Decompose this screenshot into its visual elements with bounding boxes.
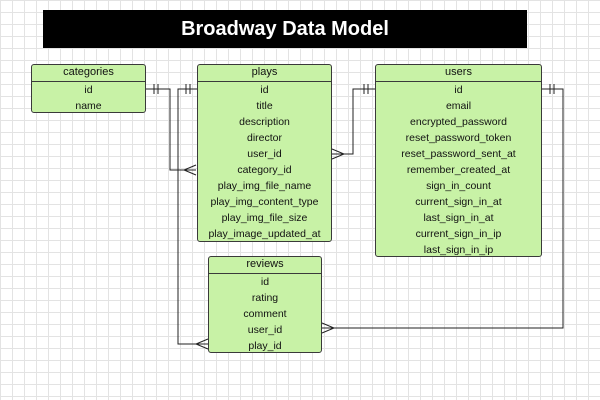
field-last-sign-in-at: last_sign_in_at — [423, 212, 494, 224]
field-title: title — [256, 100, 273, 112]
entity-header: users — [376, 65, 541, 82]
connector-categories-plays — [146, 88, 196, 171]
field-play-image-updated-at: play_image_updated_at — [208, 228, 321, 240]
crow-foot-marker — [331, 148, 346, 160]
entity-plays[interactable]: plays id title description director user… — [197, 64, 332, 242]
field-play-img-file-name: play_img_file_name — [217, 180, 312, 192]
field-id: id — [260, 84, 269, 96]
connector-plays-reviews — [177, 88, 208, 345]
field-description: description — [239, 116, 290, 128]
field-category-id: category_id — [237, 164, 292, 176]
field-remember-created-at: remember_created_at — [406, 164, 511, 176]
field-email: email — [445, 100, 472, 112]
connector-users-plays — [332, 88, 376, 155]
field-play-img-content-type: play_img_content_type — [210, 196, 319, 208]
diagram-title: Broadway Data Model — [43, 10, 527, 48]
crow-foot-marker — [321, 322, 336, 334]
field-director: director — [246, 132, 282, 144]
field-reset-password-token: reset_password_token — [405, 132, 512, 144]
field-current-sign-in-ip: current_sign_in_ip — [415, 228, 502, 240]
field-user-id: user_id — [247, 148, 282, 160]
field-play-img-file-size: play_img_file_size — [221, 212, 308, 224]
field-id: id — [260, 276, 270, 288]
entity-categories[interactable]: categories id name — [31, 64, 146, 113]
entity-users[interactable]: users id email encrypted_password reset_… — [375, 64, 542, 257]
crow-foot-marker — [182, 164, 197, 176]
entity-reviews[interactable]: reviews id rating comment user_id play_i… — [208, 256, 322, 353]
field-encrypted-password: encrypted_password — [410, 116, 507, 128]
field-last-sign-in-ip: last_sign_in_ip — [423, 244, 494, 256]
field-id: id — [454, 84, 463, 96]
entity-header: reviews — [209, 257, 321, 274]
field-user-id: user_id — [247, 324, 283, 336]
connector-users-reviews — [322, 88, 564, 329]
field-rating: rating — [251, 292, 279, 304]
field-sign-in-count: sign_in_count — [426, 180, 491, 192]
crow-foot-marker — [194, 338, 209, 350]
field-name: name — [75, 100, 102, 112]
field-comment: comment — [243, 308, 287, 320]
field-play-id: play_id — [248, 340, 282, 352]
field-current-sign-in-at: current_sign_in_at — [415, 196, 502, 208]
field-reset-password-sent-at: reset_password_sent_at — [401, 148, 516, 160]
entity-header: categories — [32, 65, 145, 82]
entity-header: plays — [198, 65, 331, 82]
field-id: id — [84, 84, 93, 96]
